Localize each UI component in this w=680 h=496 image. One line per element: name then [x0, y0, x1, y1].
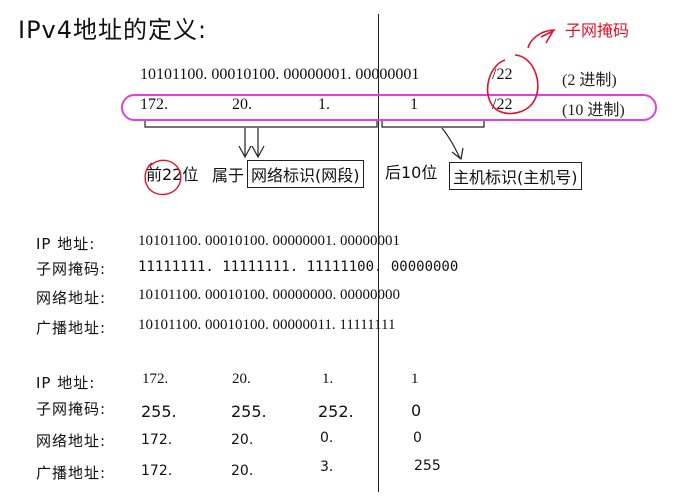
decimal-table-mask-3: 252. [318, 402, 354, 421]
binary-table-label-network: 网络地址: [36, 289, 107, 307]
decimal-table-label-broadcast: 广播地址: [36, 464, 107, 482]
decimal-table-broadcast-3: 3. [320, 459, 334, 475]
decimal-table-ip-2: 20. [232, 371, 251, 387]
decimal-table-mask-1: 255. [141, 402, 177, 421]
binary-table-label-mask: 子网掩码: [36, 260, 107, 278]
host-arrowhead [451, 147, 464, 161]
host-id-label: 主机标识(主机号) [449, 162, 582, 190]
binary-table-label-broadcast: 广播地址: [36, 319, 107, 337]
decimal-note: (10 进制) [562, 102, 625, 119]
decimal-table-network-2: 20. [231, 432, 254, 448]
network-bracket [144, 121, 378, 128]
binary-ip-address: 10101100. 00010100. 00000001. 00000001 [140, 66, 420, 83]
network-arrowhead-1 [238, 145, 252, 159]
subnet-mask-annotation: 子网掩码 [565, 21, 630, 40]
decimal-table-mask-4: 0 [411, 401, 422, 420]
red-pointer-arrowhead [540, 29, 556, 44]
decimal-prefix-suffix: /22 [492, 96, 513, 113]
host-prefix-text: 后10位 [385, 163, 438, 182]
decimal-table-mask-2: 255. [231, 402, 267, 421]
belongs-text: 属于 [212, 166, 245, 185]
binary-table-label-ip: IP 地址: [36, 235, 96, 253]
decimal-table-network-3: 0. [320, 430, 334, 446]
binary-note: (2 进制) [562, 72, 617, 89]
host-bracket [381, 121, 485, 128]
decimal-table-ip-1: 172. [142, 371, 169, 387]
red-pointer-curve [527, 29, 556, 49]
binary-table-value-ip: 10101100. 00010100. 00000001. 00000001 [138, 233, 400, 249]
network-arrowhead-2 [251, 145, 265, 159]
decimal-table-broadcast-1: 172. [141, 463, 173, 479]
decimal-highlight-box [121, 94, 657, 121]
binary-table-value-broadcast: 10101100. 00010100. 00000011. 11111111 [138, 317, 396, 333]
binary-table-value-network: 10101100. 00010100. 00000000. 00000000 [138, 287, 400, 303]
decimal-table-ip-3: 1. [322, 371, 334, 387]
network-prefix-text: 前22位 [146, 165, 199, 184]
decimal-table-ip-4: 1 [411, 371, 419, 387]
binary-prefix-suffix: /22 [492, 66, 513, 83]
decimal-octet-4: 1 [410, 96, 418, 113]
decimal-table-network-4: 0 [413, 430, 422, 446]
host-arrow-line [441, 127, 461, 159]
decimal-table-broadcast-2: 20. [231, 463, 254, 479]
network-id-label: 网络标识(网段) [247, 160, 364, 188]
decimal-table-label-ip: IP 地址: [36, 374, 96, 392]
decimal-table-broadcast-4: 255 [414, 458, 441, 474]
decimal-octet-2: 20. [232, 96, 252, 113]
decimal-table-network-1: 172. [141, 432, 173, 448]
page-title: IPv4地址的定义: [18, 16, 208, 44]
decimal-octet-3: 1. [318, 96, 330, 113]
decimal-table-label-mask: 子网掩码: [36, 400, 107, 418]
octet-divider-line [378, 14, 379, 492]
decimal-table-label-network: 网络地址: [36, 432, 107, 450]
binary-table-value-mask: 11111111. 11111111. 11111100. 00000000 [138, 259, 459, 275]
decimal-octet-1: 172. [140, 96, 168, 113]
